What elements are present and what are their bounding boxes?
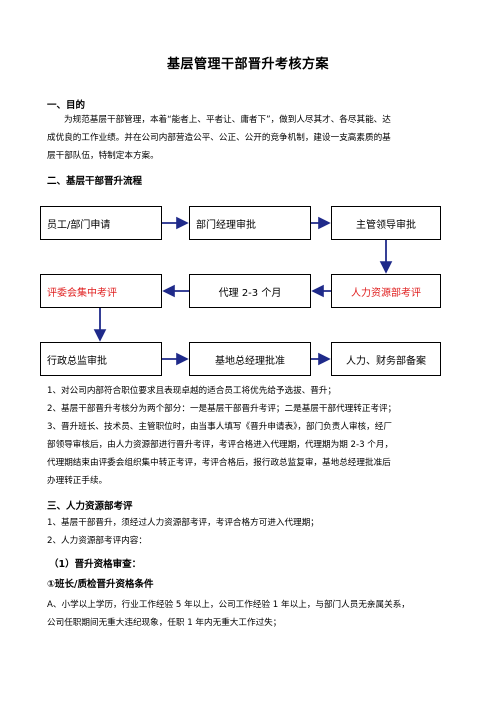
paragraph-line: 层干部队伍，特制定本方案。 [47,151,159,161]
flow-box-supervisor-approve: 主管领导审批 [331,206,441,240]
item-line: 1、基层干部晋升，须经过人力资源部考评，考评合格方可进入代理期； [47,518,319,528]
note-line: 部领导审核后，由人力资源部进行晋升考评，考评合格进入代理期，代理期为期 2-3 … [47,440,394,450]
condition-line: A、小学以上学历，行业工作经验 5 年以上，公司工作经验 1 年以上，与部门人员… [47,600,410,610]
flow-box-dept-manager-approve: 部门经理审批 [189,206,311,240]
note-line: 办理转正手续。 [47,476,108,486]
flow-box-gm-approve: 基地总经理批准 [189,342,311,376]
condition-line: 公司任职期间无重大违纪现象，任职 1 年内无重大工作过失； [47,618,282,628]
note-line: 1、对公司内部符合职位要求且表现卓越的适合员工将优先给予选拔、晋升； [47,386,337,396]
section-heading-hr-evaluation: 三、人力资源部考评 [47,501,133,512]
page-title: 基层管理干部晋升考核方案 [166,57,329,72]
note-line: 3、晋升班长、技术员、主管职位时，由当事人填写《晋升申请表》，部门负责人审核，经… [47,422,392,432]
flow-box-committee-evaluation: 评委会集中考评 [40,274,162,308]
flow-box-employee-apply: 员工/部门申请 [40,206,162,240]
flow-box-hr-evaluation: 人力资源部考评 [331,274,441,308]
paragraph-line: 为规范基层干部管理，本着“能者上、平者让、庸者下”，做到人尽其才、各尽其能、达 [64,115,391,125]
section-heading-purpose: 一、目的 [47,100,86,111]
note-line: 代理期结束由评委会组织集中转正考评，考评合格后，报行政总监复审，基地总经理批准后 [47,458,391,468]
note-line: 2、基层干部晋升考核分为两个部分：一是基层干部晋升考评；二是基层干部代理转正考评… [47,404,397,414]
sub-heading-qualification: （1）晋升资格审查： [49,559,142,570]
flow-box-hr-finance-record: 人力、财务部备案 [331,342,441,376]
section-heading-flow: 二、基层干部晋升流程 [47,176,143,187]
item-line: 2、人力资源部考评内容： [47,536,147,546]
flow-box-admin-director-approve: 行政总监审批 [40,342,162,376]
paragraph-line: 成优良的工作业绩。并在公司内部营造公平、公正、公开的竞争机制，建设一支高素质的基 [47,133,391,143]
sub-sub-heading-team-leader: ①班长/质检晋升资格条件 [47,579,154,590]
flow-box-acting-period: 代理 2-3 个月 [189,274,311,308]
